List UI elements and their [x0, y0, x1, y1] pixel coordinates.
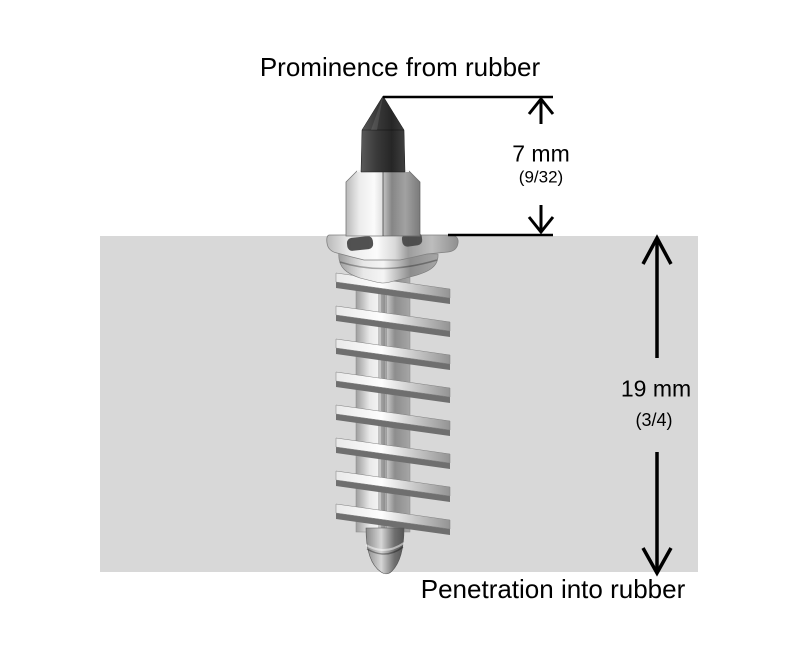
- up-arrow-icon: [641, 234, 673, 358]
- stud-flange: [326, 232, 459, 261]
- threaded-shank: [335, 257, 451, 535]
- prominence-value: 7 mm: [512, 140, 570, 167]
- penetration-dimension: [641, 234, 673, 577]
- prominence-label: Prominence from rubber: [259, 52, 541, 82]
- up-arrow-icon: [527, 96, 555, 124]
- down-arrow-icon: [641, 452, 673, 577]
- stud-tip: [365, 527, 405, 575]
- prominence-dimension: [383, 95, 555, 237]
- penetration-fraction: (3/4): [635, 410, 673, 430]
- tire-stud: [326, 95, 459, 575]
- penetration-value: 19 mm: [620, 375, 692, 402]
- carbide-pin: [360, 95, 406, 173]
- stud-hex-body: [345, 170, 421, 237]
- prominence-fraction: (9/32): [518, 167, 564, 187]
- penetration-label: Penetration into rubber: [420, 574, 686, 604]
- down-arrow-icon: [527, 205, 555, 235]
